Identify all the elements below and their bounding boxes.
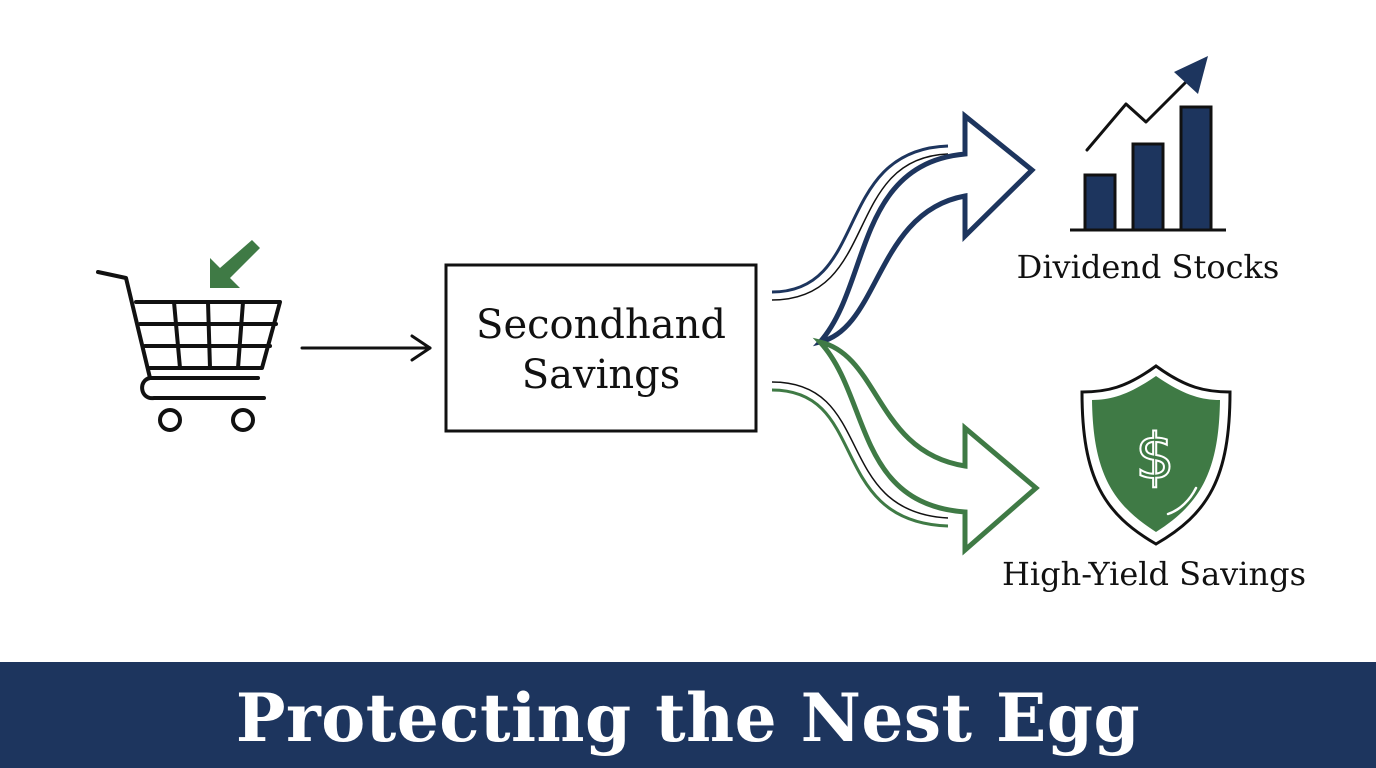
title-banner: Protecting the Nest Egg bbox=[0, 662, 1376, 768]
dollar-shield-icon: $ bbox=[1080, 364, 1232, 546]
arrow-to-dividend-stocks bbox=[771, 110, 1036, 347]
high-yield-savings-label: High-Yield Savings bbox=[1002, 555, 1306, 593]
dividend-stocks-label: Dividend Stocks bbox=[1017, 248, 1280, 286]
secondhand-savings-box bbox=[444, 263, 758, 433]
savings-flow-diagram: Secondhand Savings Dividend Stocks bbox=[96, 56, 1306, 593]
box-label-line-2: Savings bbox=[522, 352, 681, 398]
rising-bar-chart-icon bbox=[1070, 56, 1226, 232]
box-label-line-1: Secondhand bbox=[476, 302, 726, 348]
green-down-left-arrow-icon bbox=[210, 240, 260, 288]
dollar-sign-glyph: $ bbox=[1135, 420, 1174, 493]
arrow-to-high-yield-savings bbox=[771, 337, 1040, 556]
shopping-cart-icon bbox=[96, 270, 282, 432]
cart-to-box-arrow bbox=[300, 334, 432, 362]
page-title: Protecting the Nest Egg bbox=[235, 679, 1141, 757]
